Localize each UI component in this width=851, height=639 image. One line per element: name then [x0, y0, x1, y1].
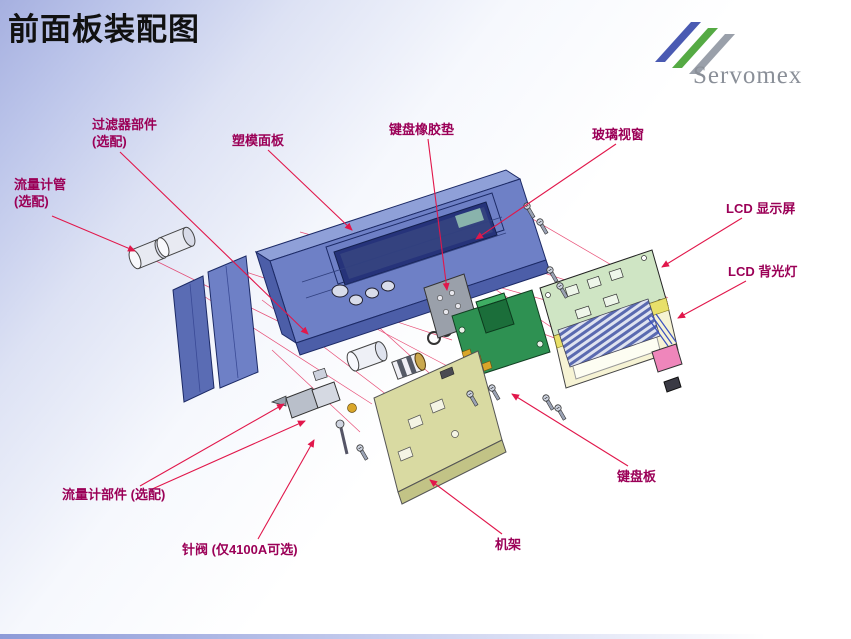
chassis-part: [373, 350, 507, 505]
logo-stripes-icon: [655, 22, 735, 74]
bottom-accent-strip: [0, 634, 851, 639]
servomex-logo: Servomex: [645, 12, 845, 92]
molded-panel-part: [254, 169, 551, 356]
label-flowmeter-parts: 流量计部件 (选配): [62, 487, 166, 502]
label-filter-assembly: 过滤器部件 (选配): [92, 116, 157, 150]
label-keypad-rubber: 键盘橡胶垫: [389, 122, 455, 137]
filter-parts: [346, 325, 452, 380]
page-title: 前面板装配图: [8, 12, 200, 47]
label-keypad-board: 键盘板: [617, 469, 657, 484]
label-needle-valve: 针阀 (仅4100A可选): [182, 542, 298, 557]
label-molded-panel: 塑模面板: [232, 133, 285, 148]
label-glass-window: 玻璃视窗: [592, 127, 645, 142]
logo-text: Servomex: [693, 62, 803, 89]
flowmeter-manifold-parts: [270, 367, 357, 455]
label-lcd-backlight: LCD 背光灯: [728, 264, 798, 279]
leader-lines: [51, 138, 747, 540]
label-lcd-display: LCD 显示屏: [726, 201, 796, 216]
lcd-backlight-part: [553, 297, 683, 393]
label-filter-line2: (选配): [92, 134, 127, 149]
flow-tube-cylinders: [128, 226, 196, 270]
label-chassis: 机架: [495, 537, 522, 552]
label-flow-tube: 流量计管 (选配): [14, 177, 67, 209]
side-bezel-parts: [172, 255, 259, 403]
label-filter-line1: 过滤器部件: [92, 117, 158, 132]
